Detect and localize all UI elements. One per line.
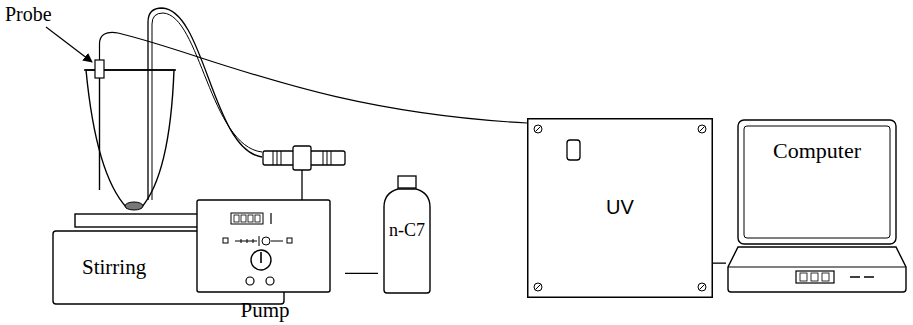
screw	[534, 283, 542, 291]
laptop-base	[728, 247, 906, 292]
pump-port	[246, 277, 254, 285]
feed-tube	[148, 8, 262, 200]
pump-selector	[262, 237, 270, 245]
computer-box: Computer	[726, 117, 908, 295]
pump-body	[197, 200, 330, 292]
pump-head	[293, 146, 311, 170]
beaker	[86, 70, 174, 208]
probe-cable	[100, 32, 528, 123]
pump-port	[266, 277, 274, 285]
stir-bar	[125, 202, 143, 210]
base-indicators	[850, 276, 874, 278]
stirrer-label: Stirring	[82, 256, 146, 279]
base-edge	[728, 267, 906, 268]
pump-label: Pump	[240, 299, 289, 322]
solvent-bottle: n-C7	[378, 175, 436, 295]
solvent-tube	[345, 273, 378, 274]
uv-window	[567, 140, 580, 160]
screw	[698, 125, 706, 133]
display-mark	[270, 213, 271, 224]
pump-knob	[251, 250, 271, 270]
stirrer-plate	[75, 214, 205, 227]
screw	[534, 125, 542, 133]
monitor-screen	[744, 126, 890, 238]
pump-box: Pump	[195, 145, 345, 323]
pump-scale	[235, 236, 283, 246]
screw-slot	[700, 127, 705, 132]
screw-slot	[700, 285, 705, 290]
pump-knob-pointer	[260, 252, 262, 263]
computer-label: Computer	[773, 139, 861, 163]
screw-slot	[536, 127, 541, 132]
bottle-body	[384, 189, 430, 293]
probe-rod	[99, 78, 100, 190]
pump-stem	[301, 170, 302, 200]
screw-slot	[536, 285, 541, 290]
uv-housing	[528, 119, 713, 298]
uv-label: UV	[606, 196, 634, 218]
data-cable	[713, 262, 726, 263]
uv-detector-box: UV	[527, 118, 713, 298]
bottle-label: n-C7	[389, 221, 425, 241]
probe-leader	[46, 27, 92, 62]
base-display-segments	[800, 273, 829, 281]
probe-body	[95, 60, 104, 78]
pump-display	[231, 213, 263, 224]
pump-button	[287, 238, 292, 243]
fitting-ribs	[273, 151, 331, 165]
probe-label: Probe	[5, 3, 52, 25]
pump-button	[223, 238, 228, 243]
display-segments	[234, 215, 260, 222]
screw	[698, 283, 706, 291]
node-outline	[195, 145, 345, 323]
feed-tube-inner	[152, 13, 262, 200]
base-display	[796, 271, 834, 283]
monitor-frame	[738, 120, 896, 244]
bottle-cap	[398, 176, 416, 188]
